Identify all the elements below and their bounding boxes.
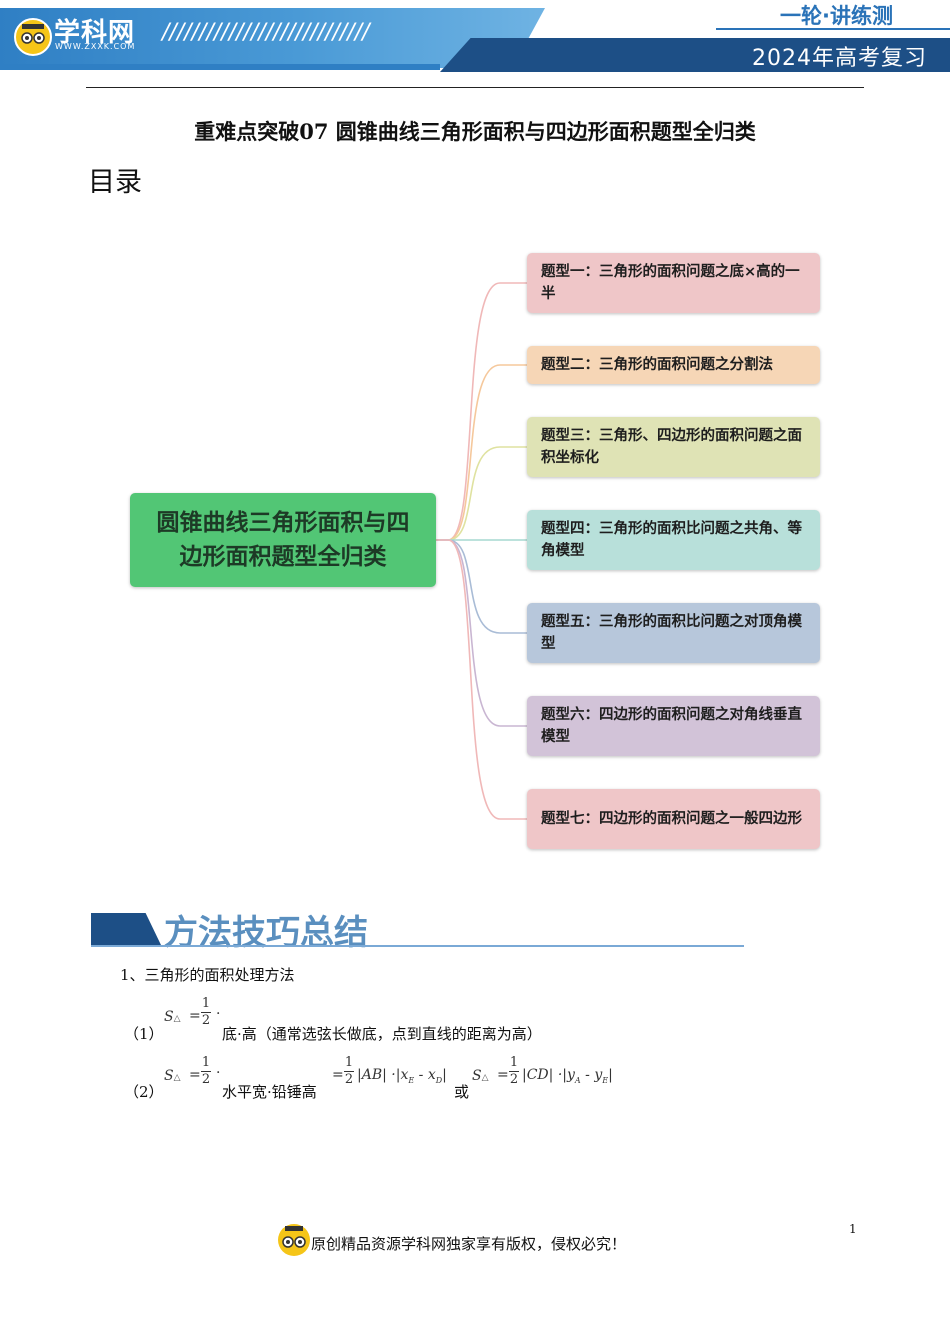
logo-text: 学科网 <box>54 18 136 48</box>
logo-subtext: WWW.ZXXK.COM <box>55 42 136 51</box>
fraction-half: 1 2 <box>344 1055 354 1088</box>
formula-2-label: （2） <box>124 1083 164 1101</box>
connector-branch-1 <box>436 282 527 541</box>
denominator: 2 <box>509 1072 519 1087</box>
document-title: 重难点突破07 圆锥曲线三角形面积与四边形面积题型全归类 <box>194 119 756 144</box>
footer-owl-icon <box>278 1224 310 1256</box>
dot: · <box>216 1065 221 1081</box>
dot: · <box>216 1006 221 1022</box>
numerator: 1 <box>509 1055 519 1070</box>
header-dark-band <box>440 38 950 72</box>
area-symbol: S <box>472 1068 482 1084</box>
fraction-bar <box>344 1071 354 1072</box>
subscript-e: E <box>408 1076 415 1086</box>
formula-cd-term: |CD| ·|yA - yE| <box>522 1064 613 1085</box>
subscript-a: A <box>574 1076 581 1086</box>
triangle-subscript: △ <box>481 1073 489 1083</box>
area-symbol: S <box>164 1068 174 1084</box>
series-title: 一轮·讲练测 <box>780 4 893 28</box>
minus-x: - x <box>414 1067 436 1083</box>
banner-slashes: //////////////////////////// <box>162 20 370 45</box>
mindmap-branch-3: 题型三：三角形、四边形的面积问题之面积坐标化 <box>527 417 820 477</box>
mindmap-branch-7: 题型七：四边形的面积问题之一般四边形 <box>527 789 820 849</box>
mindmap-branch-6: 题型六：四边形的面积问题之对角线垂直模型 <box>527 696 820 756</box>
page-number: 1 <box>849 1222 857 1236</box>
denominator: 2 <box>201 1072 211 1087</box>
footer-copyright: 原创精品资源学科网独家享有版权，侵权必究！ <box>311 1235 627 1253</box>
formula-1-lhs: S△ <box>164 1006 181 1025</box>
header-rule <box>86 87 864 88</box>
fraction-bar <box>201 1071 211 1072</box>
minus-y: - y <box>580 1067 603 1083</box>
fraction-bar <box>201 1012 211 1013</box>
subscript-d: D <box>435 1076 443 1086</box>
branch-label: 题型四：三角形的面积比问题之共角、等角模型 <box>541 521 802 559</box>
area-symbol: S <box>164 1009 174 1025</box>
mindmap-branch-5: 题型五：三角形的面积比问题之对顶角模型 <box>527 603 820 663</box>
subscript-e2: E <box>602 1076 609 1086</box>
section-underline <box>91 945 744 947</box>
branch-label: 题型一：三角形的面积问题之底×高的一半 <box>541 264 800 302</box>
abs-close: | <box>608 1067 613 1083</box>
connector-branch-3 <box>436 446 527 541</box>
header-stripe <box>0 64 440 70</box>
method-item-1: 1、三角形的面积处理方法 <box>120 966 295 984</box>
numerator: 1 <box>344 1055 354 1070</box>
numerator: 1 <box>201 1055 211 1070</box>
or-text: 或 <box>454 1083 470 1101</box>
triangle-subscript: △ <box>173 1073 181 1083</box>
owl-logo-icon <box>14 18 52 56</box>
mindmap-branch-1: 题型一：三角形的面积问题之底×高的一半 <box>527 253 820 313</box>
denominator: 2 <box>201 1013 211 1028</box>
connector-branch-5 <box>436 539 527 634</box>
formula-1-text: 底·高（通常选弦长做底，点到直线的距离为高） <box>222 1025 542 1043</box>
mindmap-branch-4: 题型四：三角形的面积比问题之共角、等角模型 <box>527 510 820 570</box>
formula-2-text: 水平宽·铅锤高 <box>222 1083 317 1101</box>
branch-label: 题型六：四边形的面积问题之对角线垂直模型 <box>541 707 802 745</box>
formula-2-lhs: S△ <box>164 1065 181 1084</box>
mindmap-root: 圆锥曲线三角形面积与四边形面积题型全归类 <box>130 493 436 587</box>
triangle-subscript: △ <box>173 1014 181 1024</box>
abs-close: | <box>442 1067 447 1083</box>
branch-label: 题型二：三角形的面积问题之分割法 <box>541 357 773 373</box>
equals-sign: = <box>332 1067 344 1083</box>
equals-sign: = <box>189 1067 201 1083</box>
formula-ab-term: |AB| ·|xE - xD| <box>357 1064 447 1085</box>
branch-label: 题型五：三角形的面积比问题之对顶角模型 <box>541 614 802 652</box>
year-label: 2024年高考复习 <box>752 46 927 71</box>
mindmap-branch-2: 题型二：三角形的面积问题之分割法 <box>527 346 820 384</box>
equals-sign: = <box>189 1008 201 1024</box>
formula-2b-lhs: S△ <box>472 1065 489 1084</box>
branch-label: 题型三：三角形、四边形的面积问题之面积坐标化 <box>541 428 802 466</box>
connector-branch-7 <box>436 539 527 820</box>
ab-term: |AB| ·|x <box>357 1067 409 1083</box>
formula-1-label: （1） <box>124 1025 164 1043</box>
fraction-half: 1 2 <box>201 1055 211 1088</box>
toc-heading: 目录 <box>88 167 142 198</box>
equals-sign: = <box>497 1067 509 1083</box>
branch-label: 题型七：四边形的面积问题之一般四边形 <box>541 811 802 827</box>
connector-branch-6 <box>436 539 527 727</box>
numerator: 1 <box>201 996 211 1011</box>
mindmap-root-label: 圆锥曲线三角形面积与四边形面积题型全归类 <box>156 510 410 570</box>
denominator: 2 <box>344 1072 354 1087</box>
cd-term: |CD| ·|y <box>522 1067 575 1083</box>
fraction-half: 1 2 <box>201 996 211 1029</box>
fraction-bar <box>509 1071 519 1072</box>
connector-branch-2 <box>436 364 527 541</box>
fraction-half: 1 2 <box>509 1055 519 1088</box>
series-underline <box>716 28 950 30</box>
